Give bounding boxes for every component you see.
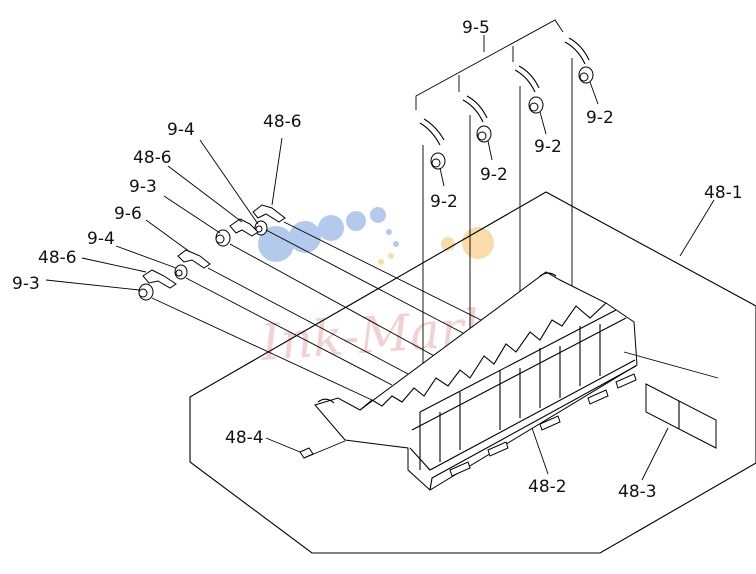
label-9-3-bot: 9-3 — [12, 274, 40, 294]
roller-9-2-c — [528, 96, 544, 114]
label-9-4-bot: 9-4 — [87, 229, 115, 249]
base-plate — [189, 191, 756, 554]
label-48-1: 48-1 — [704, 183, 743, 203]
roller-9-3-top — [215, 229, 231, 247]
frame-48-2 — [314, 271, 638, 491]
label-48-2: 48-2 — [528, 477, 567, 497]
label-9-2-c: 9-2 — [534, 137, 562, 157]
spring-48-6-mid — [229, 218, 259, 237]
label-9-6: 9-6 — [114, 204, 142, 224]
spring-9-5-b — [462, 95, 488, 123]
label-48-6-bot: 48-6 — [38, 248, 77, 268]
bracket-9-5 — [415, 19, 564, 110]
label-9-2-d: 9-2 — [586, 108, 614, 128]
label-48-6-mid: 48-6 — [133, 148, 172, 168]
label-48-3: 48-3 — [618, 482, 657, 502]
label-48-6-top: 48-6 — [263, 112, 302, 132]
part-48-4 — [299, 440, 346, 459]
spring-48-6-bot — [142, 269, 177, 289]
label-48-4: 48-4 — [225, 428, 264, 448]
label-9-5: 9-5 — [462, 18, 490, 38]
spring-48-6-top — [252, 204, 286, 223]
roller-9-2-d — [578, 66, 594, 84]
roller-9-3-bot — [138, 283, 154, 301]
spring-9-5-a — [419, 118, 445, 146]
roller-9-2-a — [430, 152, 446, 170]
label-9-2-b: 9-2 — [480, 165, 508, 185]
spring-9-5-c — [514, 65, 540, 93]
sheet-48-3 — [645, 383, 717, 449]
label-9-3-top: 9-3 — [129, 177, 157, 197]
spring-9-5-d — [564, 37, 590, 65]
roller-9-4-bot — [174, 264, 188, 280]
roller-9-2-b — [476, 125, 492, 143]
label-9-4-top: 9-4 — [167, 120, 195, 140]
label-9-2-a: 9-2 — [430, 192, 458, 212]
